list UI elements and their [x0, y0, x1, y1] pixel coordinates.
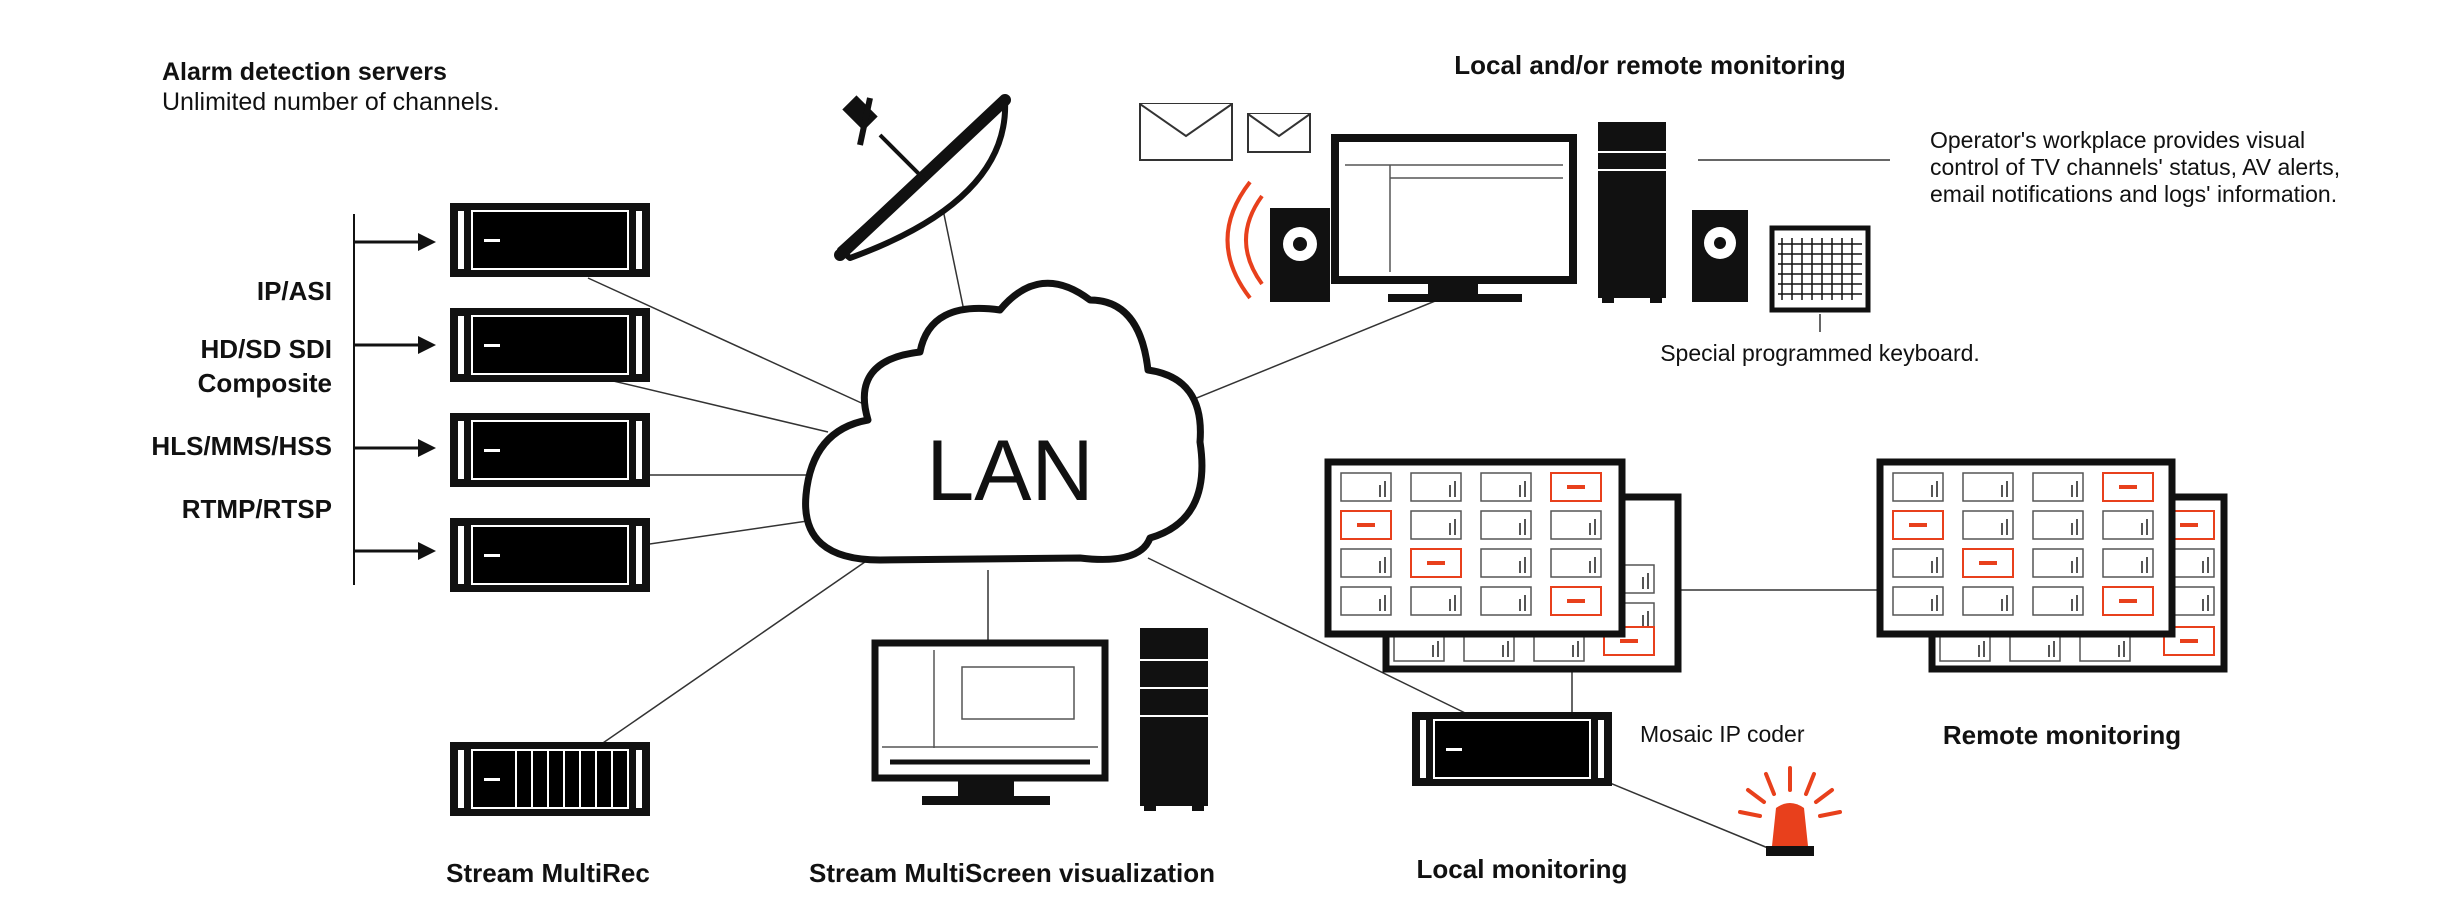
programmed-keyboard-icon	[1769, 225, 1871, 313]
arrow-right-icon	[418, 542, 436, 560]
keyboard-label: Special programmed keyboard.	[1660, 340, 1980, 366]
server-rack-icon	[449, 202, 651, 278]
input-label-rtmp: RTMP/RTSP	[182, 494, 332, 524]
remote-monitoring-label: Remote monitoring	[1943, 720, 2181, 750]
alarm-servers	[449, 202, 651, 593]
operator-pc-tower-icon	[1598, 122, 1666, 303]
local-monitoring-label: Local monitoring	[1417, 854, 1628, 884]
email-envelope-icon	[1139, 103, 1311, 161]
server-rack-icon	[449, 412, 651, 488]
input-label-ip-asi: IP/ASI	[257, 276, 332, 306]
operator-monitor-icon	[1331, 134, 1577, 302]
speaker-icon	[1692, 210, 1748, 302]
alarm-beacon-icon	[1738, 766, 1842, 856]
arrow-right-icon	[418, 233, 436, 251]
multiscreen-label: Stream MultiScreen visualization	[809, 858, 1215, 888]
operator-desc-line-2: control of TV channels' status, AV alert…	[1930, 154, 2340, 180]
remote-video-wall-icon	[1876, 458, 2228, 673]
input-label-sdi: HD/SD SDI	[201, 334, 332, 364]
local-video-wall-icon	[1324, 458, 1682, 673]
operator-desc-line-1: Operator's workplace provides visual	[1930, 127, 2305, 153]
multiscreen-monitor-icon	[871, 639, 1109, 805]
operator-desc-line-3: email notifications and logs' informatio…	[1930, 181, 2337, 207]
alarm-servers-subtitle: Unlimited number of channels.	[162, 88, 500, 116]
mosaic-label: Mosaic IP coder	[1640, 721, 1805, 747]
alarm-speaker-icon	[1225, 180, 1330, 302]
lan-label: LAN	[926, 423, 1093, 519]
arrow-right-icon	[418, 336, 436, 354]
monitoring-title: Local and/or remote monitoring	[1454, 50, 1845, 80]
multiscreen-pc-tower-icon	[1140, 628, 1208, 811]
server-rack-icon	[449, 307, 651, 383]
mosaic-ip-coder-icon	[1411, 711, 1613, 787]
server-rack-icon	[449, 517, 651, 593]
input-label-hls: HLS/MMS/HSS	[151, 431, 332, 461]
input-bracket	[353, 214, 436, 585]
input-label-composite: Composite	[198, 368, 332, 398]
lan-cloud-icon	[802, 279, 1206, 564]
multirec-server-icon	[450, 742, 650, 816]
alarm-servers-title: Alarm detection servers	[162, 58, 447, 86]
arrow-right-icon	[418, 439, 436, 457]
multirec-label: Stream MultiRec	[446, 858, 650, 888]
satellite-dish-icon	[834, 94, 1011, 261]
